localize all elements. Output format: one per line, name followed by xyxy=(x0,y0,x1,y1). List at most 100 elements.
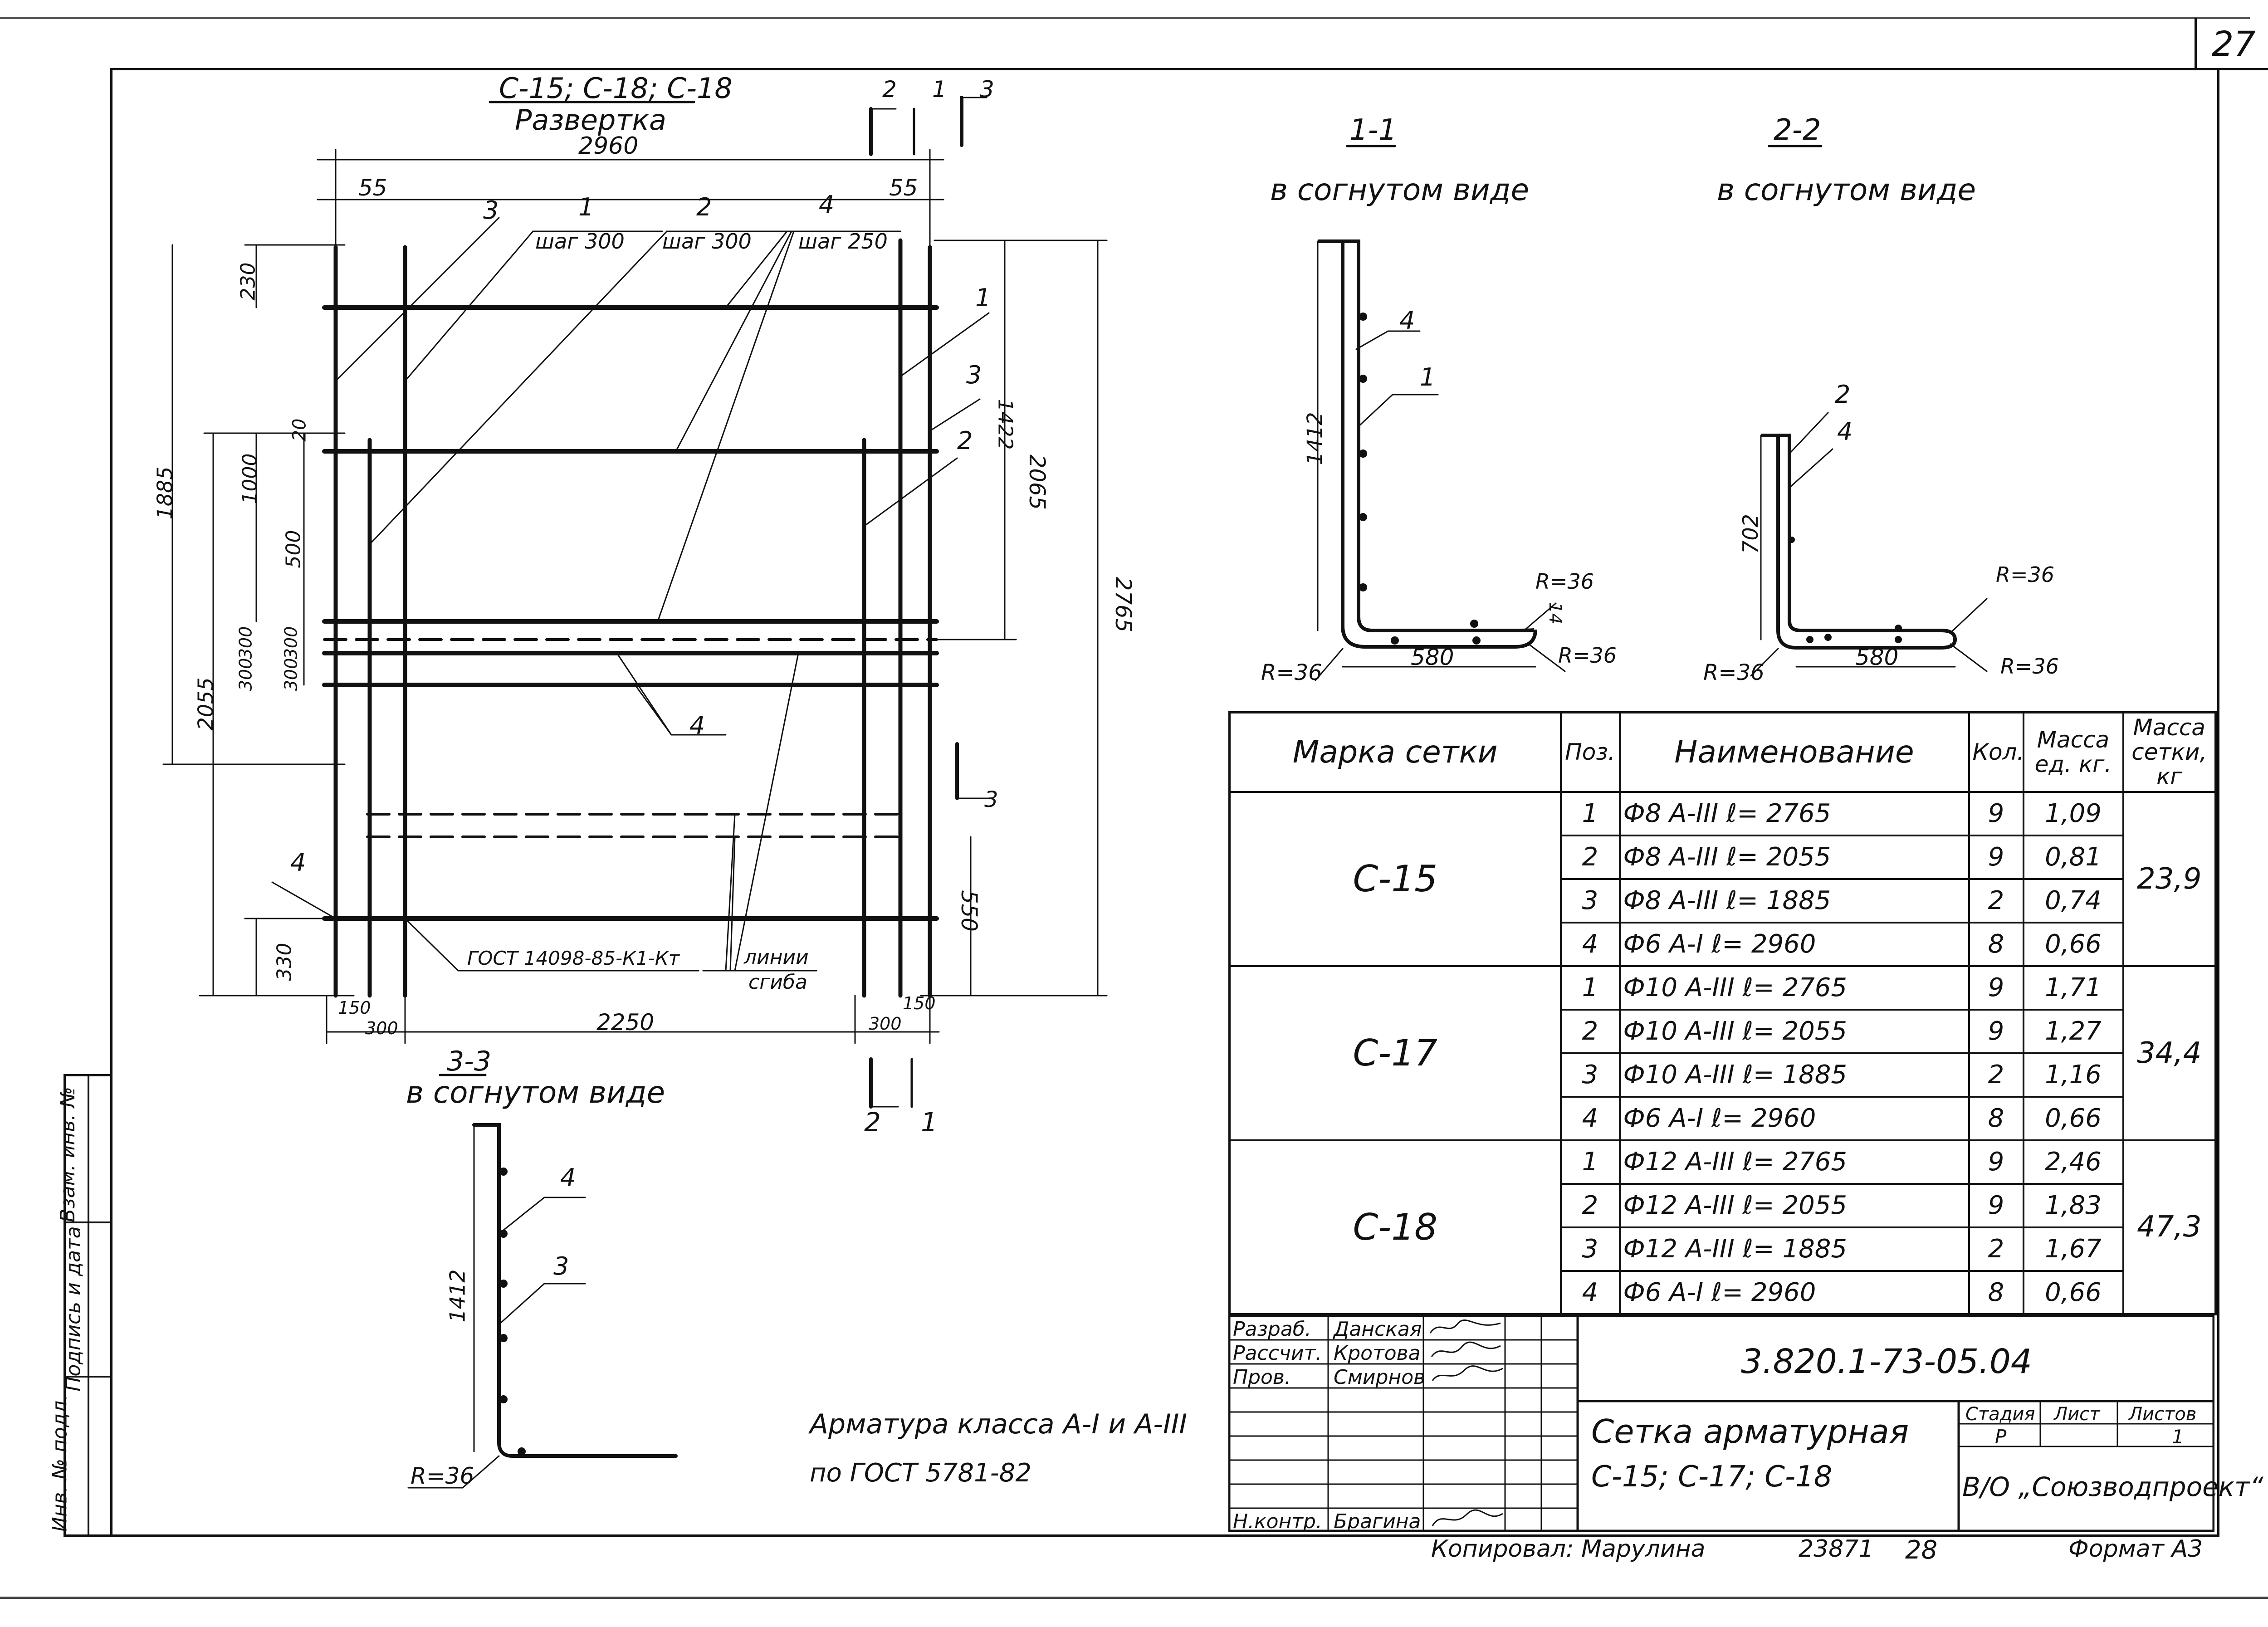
role-developer: Разраб. xyxy=(1233,1318,1311,1341)
pos-cell: 4 xyxy=(1559,1095,1621,1141)
section-2-2-subtitle: в согнутом виде xyxy=(1717,172,1976,207)
name-developer: Данская xyxy=(1334,1318,1422,1341)
qty-cell: 2 xyxy=(1968,1052,2024,1098)
qty-cell: 9 xyxy=(1968,791,2024,836)
pos-label-3: 3 xyxy=(483,196,499,225)
name-checked: Смирнов xyxy=(1334,1366,1426,1389)
dim-end-right: 55 xyxy=(889,175,918,201)
dim-300-b: 300 xyxy=(281,626,301,660)
dim-end-left: 55 xyxy=(358,175,387,201)
dim-550: 550 xyxy=(956,890,982,932)
unit-mass-cell: 0,66 xyxy=(2022,1270,2124,1315)
development-title: Развертка xyxy=(515,103,666,137)
qty-cell: 8 xyxy=(1968,1095,2024,1141)
header-total-mass: Масса сетки, кг xyxy=(2122,711,2217,793)
table-row: 2 Ф8 А-III ℓ= 2055 9 0,81 xyxy=(1230,834,2216,880)
unit-mass-cell: 1,27 xyxy=(2022,1008,2124,1054)
unit-mass-cell: 1,71 xyxy=(2022,965,2124,1011)
section-1-1-pos-1: 1 xyxy=(1420,363,1436,391)
drawing-frame xyxy=(110,68,2219,1537)
mark-cell: С-15 xyxy=(1228,791,1562,967)
section-2-2-r-left: R=36 xyxy=(1703,660,1765,685)
pos-cell: 1 xyxy=(1559,791,1621,836)
pos-label-2: 2 xyxy=(696,193,712,221)
unit-mass-cell: 2,46 xyxy=(2022,1139,2124,1185)
dim-overall-width: 2960 xyxy=(578,132,639,160)
mark-cell: С-17 xyxy=(1228,965,1562,1141)
name-cell: Ф12 А-III ℓ= 2055 xyxy=(1618,1182,1970,1228)
pos-label-4: 4 xyxy=(819,191,835,219)
table-row: 3 Ф8 А-III ℓ= 1885 2 0,74 xyxy=(1230,878,2216,923)
section-mark-top-1: 1 xyxy=(932,76,947,103)
development-title-marks: С-15; С-18; С-18 xyxy=(499,72,733,105)
table-row: 2 Ф10 А-III ℓ= 2055 9 1,27 xyxy=(1230,1008,2216,1054)
section-1-1-height: 1412 xyxy=(1302,412,1327,465)
pos-label-1: 1 xyxy=(578,193,594,221)
footer-page: 28 xyxy=(1905,1535,1938,1565)
table-row: 4 Ф6 А-I ℓ= 2960 8 0,66 xyxy=(1230,1270,2216,1315)
total-mass-cell: 34,4 xyxy=(2122,965,2217,1141)
sheet-value: 1 xyxy=(2172,1426,2184,1448)
dim-1885: 1885 xyxy=(152,466,177,520)
section-1-1-r-left: R=36 xyxy=(1261,660,1322,685)
name-cell: Ф8 А-III ℓ= 1885 xyxy=(1618,878,1970,923)
spec-header-row: Марка сетки Поз. Наименование Кол. Масса… xyxy=(1228,711,2217,793)
title-block: Разраб. Данская Рассчит. Кротова Пров. С… xyxy=(1228,1315,2263,1533)
section-2-2-title: 2-2 xyxy=(1774,113,1821,147)
section-1-1-base: 580 xyxy=(1411,644,1454,670)
section-2-2-height: 702 xyxy=(1738,514,1763,554)
qty-cell: 8 xyxy=(1968,921,2024,967)
unit-mass-cell: 1,16 xyxy=(2022,1052,2124,1098)
dim-300-d: 300 xyxy=(281,658,301,691)
table-row: С-18 1 Ф12 А-III ℓ= 2765 9 2,46 47,3 xyxy=(1228,1139,2217,1315)
role-norm-control: Н.контр. xyxy=(1233,1510,1322,1533)
sheet-header: Лист xyxy=(2054,1404,2100,1425)
unit-mass-cell: 0,66 xyxy=(2022,1095,2124,1141)
section-2-2-r-top: R=36 xyxy=(1996,562,2055,587)
spec-table: Марка сетки Поз. Наименование Кол. Масса… xyxy=(1228,711,2217,1315)
header-name: Наименование xyxy=(1618,711,1970,793)
right-label-2: 2 xyxy=(957,426,973,455)
qty-cell: 9 xyxy=(1968,1139,2024,1185)
page-number: 27 xyxy=(2212,24,2256,64)
qty-cell: 2 xyxy=(1968,1226,2024,1272)
section-3-3-subtitle: в согнутом виде xyxy=(406,1075,665,1110)
bottom-edge-line xyxy=(0,1597,2268,1599)
pos-cell: 3 xyxy=(1559,1226,1621,1272)
top-edge-line xyxy=(0,17,2250,19)
label-4-bottom-left: 4 xyxy=(290,848,306,877)
dim-300-right: 300 xyxy=(869,1014,902,1034)
footer-format: Формат А3 xyxy=(2068,1535,2203,1563)
section-1-1-profile xyxy=(1318,239,1537,649)
pos-cell: 3 xyxy=(1559,878,1621,923)
section-3-3-radius: R=36 xyxy=(411,1463,474,1489)
unit-mass-cell: 0,66 xyxy=(2022,921,2124,967)
section-3-3-title: 3-3 xyxy=(447,1046,491,1077)
name-cell: Ф6 А-I ℓ= 2960 xyxy=(1618,1270,1970,1315)
unit-mass-cell: 0,81 xyxy=(2022,834,2124,880)
section-2-2-r-bottom: R=36 xyxy=(2000,654,2059,679)
pos-cell: 1 xyxy=(1559,965,1621,1011)
note-line-2: по ГОСТ 5781-82 xyxy=(810,1458,1032,1488)
pos-cell: 1 xyxy=(1559,1139,1621,1185)
table-row: С-17 1 Ф10 А-III ℓ= 2765 9 1,71 34,4 xyxy=(1228,965,2217,1141)
section-3-3-pos-3: 3 xyxy=(553,1252,569,1280)
signatures xyxy=(1429,1319,1503,1526)
name-cell: Ф10 А-III ℓ= 1885 xyxy=(1618,1052,1970,1098)
role-checked: Пров. xyxy=(1233,1366,1291,1389)
pos-cell: 4 xyxy=(1559,921,1621,967)
section-mark-3-right: 3 xyxy=(984,787,998,812)
dim-2055-left: 2055 xyxy=(193,677,218,731)
unit-mass-cell: 1,83 xyxy=(2022,1182,2124,1228)
dim-300-left: 300 xyxy=(365,1018,398,1038)
dim-230: 230 xyxy=(236,262,260,301)
dim-20: 20 xyxy=(289,418,310,442)
product-title: Сетка арматурная xyxy=(1591,1412,1909,1451)
qty-cell: 9 xyxy=(1968,834,2024,880)
name-cell: Ф6 А-I ℓ= 2960 xyxy=(1618,921,1970,967)
dim-2250: 2250 xyxy=(596,1009,655,1036)
section-2-2-profile xyxy=(1761,434,1957,650)
section-mark-top-2: 2 xyxy=(882,76,897,103)
